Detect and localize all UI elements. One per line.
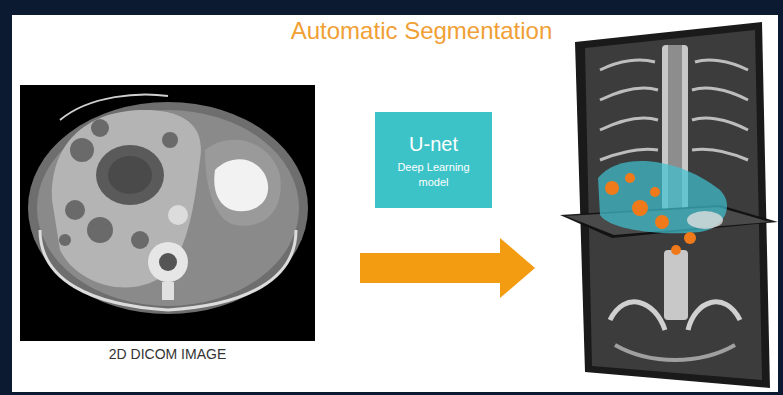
model-name: U-net: [409, 131, 458, 157]
ct-3d-segmentation: [560, 22, 778, 388]
flow-arrow: [360, 238, 535, 298]
slide-panel: [12, 15, 778, 392]
slide-title: Automatic Segmentation: [0, 17, 783, 45]
model-description: Deep Learning model: [381, 160, 486, 189]
image-caption: 2D DICOM IMAGE: [20, 346, 315, 362]
model-box: U-netDeep Learning model: [375, 112, 492, 208]
ct-axial-image: [20, 85, 315, 341]
